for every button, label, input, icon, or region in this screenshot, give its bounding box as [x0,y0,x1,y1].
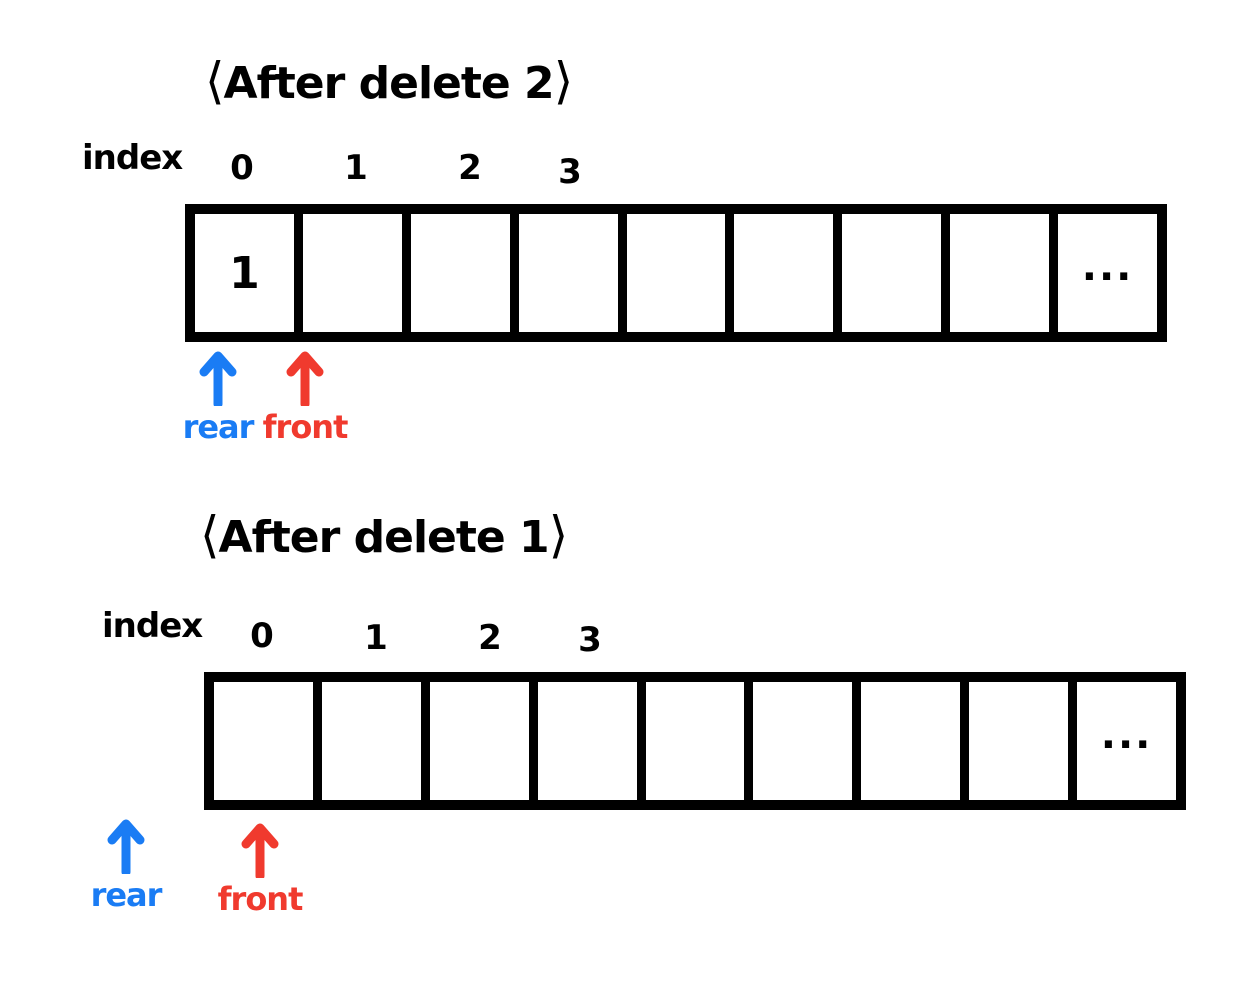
panel-title: ⟨After delete 2⟩ [205,52,573,110]
index-2: 2 [478,618,502,658]
array-cell-6 [861,682,970,800]
index-2: 2 [458,148,482,188]
index-3: 3 [578,620,602,660]
up-arrow-icon [241,823,279,878]
diagram-panel-after-delete-1: ⟨After delete 1⟩ index 0 1 2 3 ... rear … [0,470,1251,999]
array-cell-4 [646,682,754,800]
front-label: front [217,880,304,918]
index-0: 0 [250,616,274,656]
rear-pointer: rear [76,816,176,914]
index-label: index [102,606,203,646]
left-angle-bracket: ⟨ [205,52,224,110]
panel-title-text: After delete 2 [223,58,555,109]
up-arrow-icon [199,351,237,406]
array-cell-6 [842,214,951,332]
array-cell-ellipsis: ... [1081,244,1134,290]
panel-title: ⟨After delete 1⟩ [200,506,568,564]
index-1: 1 [364,618,388,658]
rear-label: rear [90,876,163,914]
array-cell-4 [627,214,735,332]
rear-pointer: rear [168,348,268,446]
up-arrow-icon [107,819,145,874]
array-cell-3 [538,682,646,800]
front-pointer: front [210,820,310,918]
right-angle-bracket: ⟩ [553,52,573,110]
array-cell-0 [214,682,322,800]
array-cell-5 [753,682,862,800]
diagram-panel-after-delete-2: ⟨After delete 2⟩ index 0 1 2 3 1 ... rea… [0,0,1251,470]
queue-array: 1 ... [185,204,1167,342]
front-label: front [262,408,349,446]
array-cell-1 [322,682,430,800]
panel-title-text: After delete 1 [218,512,550,563]
right-angle-bracket: ⟩ [548,506,568,564]
array-cell-0: 1 [195,214,303,332]
queue-array: ... [204,672,1186,810]
array-cell-5 [734,214,843,332]
array-cell-3 [519,214,627,332]
front-pointer: front [255,348,355,446]
rear-label: rear [182,408,255,446]
index-1: 1 [344,148,368,188]
array-cell-2 [411,214,519,332]
array-cell-1 [303,214,411,332]
index-label: index [82,138,183,178]
left-angle-bracket: ⟨ [200,506,219,564]
array-cell-ellipsis: ... [1100,712,1153,758]
array-cell-7 [950,214,1059,332]
index-3: 3 [558,152,582,192]
array-cell-2 [430,682,538,800]
array-cell-7 [969,682,1078,800]
up-arrow-icon [286,351,324,406]
index-0: 0 [230,148,254,188]
